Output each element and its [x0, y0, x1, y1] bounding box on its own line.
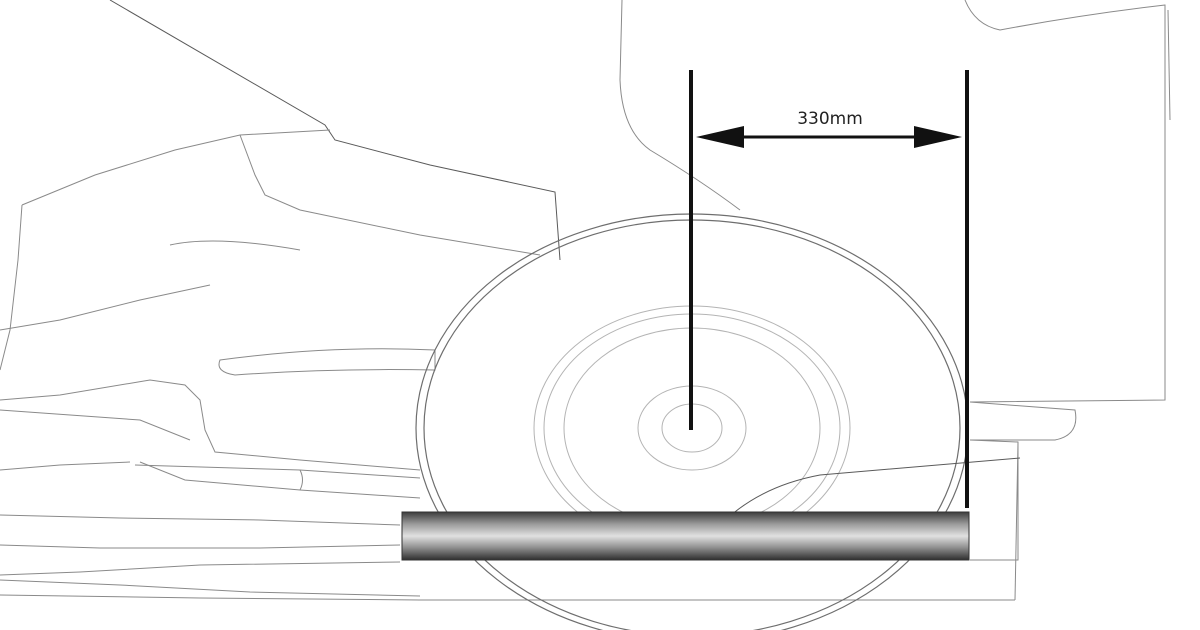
dimension-annotation: 330mm	[689, 70, 969, 508]
dimension-label: 330mm	[797, 109, 863, 129]
arrow-head-right-icon	[914, 126, 962, 148]
rear-wing-endplate	[619, 0, 1171, 601]
skid-plank	[401, 511, 970, 561]
arrow-head-left-icon	[696, 126, 744, 148]
lower-bodywork	[0, 348, 1015, 601]
bodywork-outline	[0, 0, 561, 471]
